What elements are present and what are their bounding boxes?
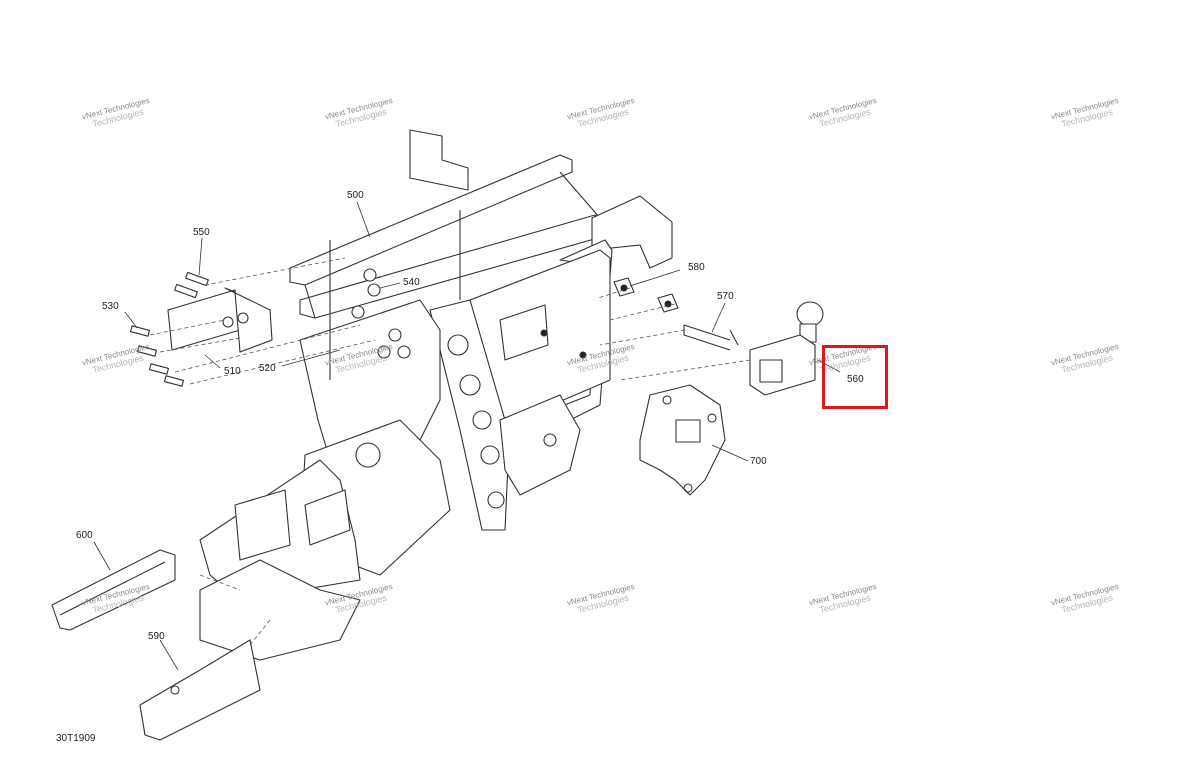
highlight-box-560 xyxy=(822,345,888,409)
callout-540[interactable]: 540 xyxy=(403,277,420,288)
callout-600[interactable]: 600 xyxy=(76,530,93,541)
rear-frame-500 xyxy=(199,129,673,661)
hitch-ball-560 xyxy=(749,301,824,396)
bracket-700 xyxy=(639,384,726,496)
callout-550[interactable]: 550 xyxy=(193,227,210,238)
callout-570[interactable]: 570 xyxy=(717,291,734,302)
bracket-510 xyxy=(167,287,273,353)
callout-510[interactable]: 510 xyxy=(224,366,241,377)
diagram-id-label: 30T1909 xyxy=(56,733,96,744)
callout-590[interactable]: 590 xyxy=(148,631,165,642)
pin-570 xyxy=(683,324,739,351)
callout-580[interactable]: 580 xyxy=(688,262,705,273)
part-600 xyxy=(51,549,176,631)
bolts-530 xyxy=(129,325,185,387)
callout-520[interactable]: 520 xyxy=(259,363,276,374)
leader-lines xyxy=(93,201,841,671)
bolts-550 xyxy=(174,271,209,299)
callout-500[interactable]: 500 xyxy=(347,190,364,201)
clips-580 xyxy=(613,277,679,313)
callout-560[interactable]: 560 xyxy=(847,374,864,385)
callout-700[interactable]: 700 xyxy=(750,456,767,467)
nuts-540 xyxy=(351,268,411,359)
part-590 xyxy=(139,639,261,741)
assembly-lines xyxy=(149,257,751,646)
callout-530[interactable]: 530 xyxy=(102,301,119,312)
